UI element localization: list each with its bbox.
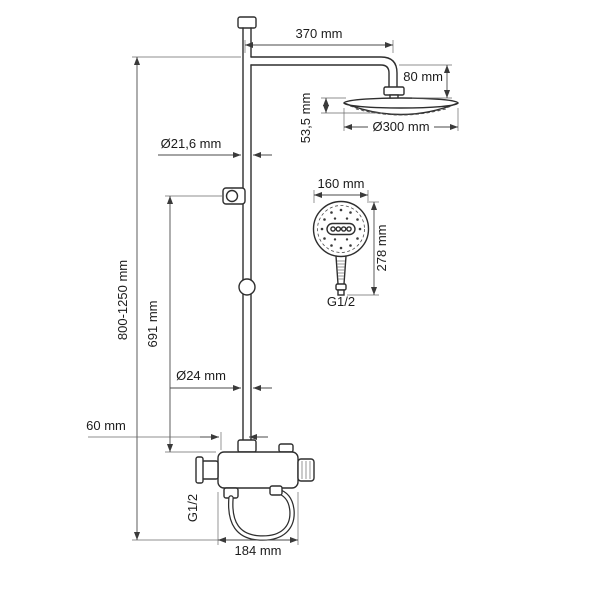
nozzle-row-icon bbox=[355, 108, 447, 116]
dim-label-bracket-to-mixer: 691 mm bbox=[145, 301, 160, 348]
hose-end-fitting bbox=[269, 485, 283, 496]
dim-label-arm-length: 370 mm bbox=[296, 26, 343, 41]
dim-label-wall-offset: 60 mm bbox=[86, 418, 126, 433]
slider-knob bbox=[238, 278, 256, 296]
riser-base-nut bbox=[237, 439, 257, 453]
wall-flange bbox=[195, 456, 204, 484]
dimension-annotations: 370 mm 80 mm 53,5 mm Ø300 mm Ø21,6 mm 80… bbox=[86, 26, 459, 558]
shower-hose bbox=[228, 485, 295, 541]
label-inlet-thread: G1/2 bbox=[185, 494, 200, 522]
dim-label-head-offset: 80 mm bbox=[403, 69, 443, 84]
dim-label-head-height: 53,5 mm bbox=[298, 93, 313, 144]
dim-label-handshower-length: 278 mm bbox=[374, 225, 389, 272]
wall-inlet-elbow bbox=[201, 460, 219, 480]
overhead-shower-head bbox=[343, 97, 459, 116]
diverter-knob bbox=[278, 443, 294, 453]
dim-label-lower-pipe-diameter: Ø24 mm bbox=[176, 368, 226, 383]
shower-arm bbox=[250, 56, 405, 100]
handle-thread-end bbox=[337, 289, 345, 296]
dim-label-head-diameter: Ø300 mm bbox=[372, 119, 429, 134]
wall-bracket bbox=[222, 187, 246, 205]
hand-shower-handle bbox=[335, 255, 347, 296]
bracket-knob bbox=[225, 189, 239, 203]
arm-connector-nut bbox=[383, 86, 405, 96]
hand-shower bbox=[312, 200, 370, 296]
dim-label-overall-height: 800-1250 mm bbox=[115, 260, 130, 340]
label-handshower-thread: G1/2 bbox=[327, 294, 355, 309]
dim-label-riser-diameter: Ø21,6 mm bbox=[161, 136, 222, 151]
mixer bbox=[195, 439, 315, 499]
riser-pipe bbox=[237, 16, 257, 441]
dim-label-handshower-diameter: 160 mm bbox=[318, 176, 365, 191]
mixer-body bbox=[217, 451, 299, 489]
dim-label-mixer-width: 184 mm bbox=[235, 543, 282, 558]
riser-top-cap bbox=[237, 16, 257, 29]
